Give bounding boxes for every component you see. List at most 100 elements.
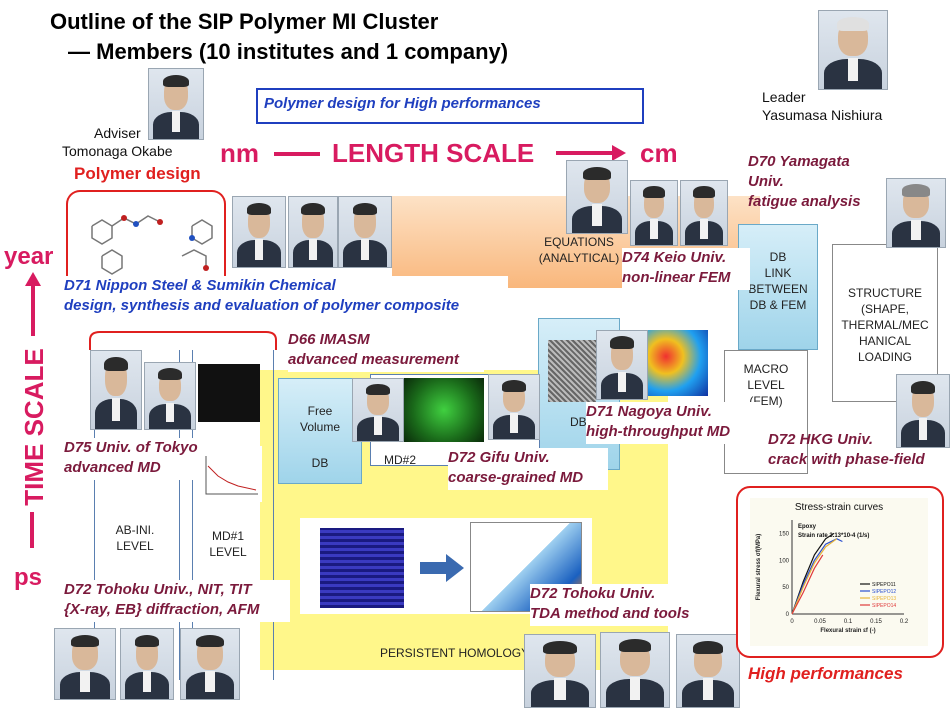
time-scale-arrow (25, 272, 41, 336)
structure-line4: HANICAL (858, 334, 911, 348)
y-tick-label: 0 (786, 612, 790, 618)
polymer-design-box (66, 190, 226, 288)
member-photo (338, 196, 392, 268)
d75-line1: D75 Univ. of Tokyo (64, 439, 198, 456)
d72-gifu-line2: coarse-grained MD (448, 469, 584, 486)
length-scale-dash (274, 152, 320, 156)
series-line-sipepo11 (791, 532, 835, 615)
d74-line2: non-linear FEM (622, 269, 731, 286)
polymer-design-label: Polymer design (74, 164, 201, 183)
material-label: Epoxy (798, 524, 817, 530)
member-photo (630, 180, 678, 246)
title-line1: Outline of the SIP Polymer MI Cluster (50, 9, 439, 34)
length-scale-left: nm (220, 138, 259, 168)
legend-entry: SIPEPO14 (872, 603, 896, 609)
d71-label: D71 Nippon Steel & Sumikin Chemical desi… (64, 276, 508, 318)
d70-line1: D70 Yamagata Univ. (748, 153, 850, 190)
series-line-sipepo14 (791, 554, 824, 615)
equations-box: EQUATIONS (ANALYTICAL) (536, 234, 622, 266)
free-volume-box: Free Volume DB (278, 378, 362, 484)
length-scale-label: LENGTH SCALE (332, 138, 535, 168)
d71-nagoya-line2: high-throughput MD (586, 423, 731, 440)
adviser-photo (148, 68, 204, 140)
d74-line1: D74 Keio Univ. (622, 249, 727, 266)
structure-line2: (SHAPE, (860, 302, 909, 316)
stress-chart-title: Stress-strain curves (794, 502, 884, 513)
legend-entry: SIPEPO11 (872, 582, 896, 588)
d72-tohoku2-line1: D72 Tohoku Univ. (530, 585, 656, 602)
db-link-line4: DB & FEM (749, 298, 807, 312)
y-tick-label: 100 (779, 558, 790, 564)
adviser-role: Adviser (94, 125, 141, 141)
macro-box: MACRO LEVEL (FEM) (724, 350, 808, 474)
y-tick-label: 150 (779, 531, 790, 537)
member-photo (676, 634, 740, 708)
md1-line1: MD#1 (211, 529, 244, 543)
d72-gifu-label: D72 Gifu Univ. coarse-grained MD (448, 448, 608, 490)
member-photo (600, 632, 670, 708)
d72-hkg-label: D72 HKG Univ. crack with phase-field (768, 430, 948, 472)
d71-nagoya-line1: D71 Nagoya Univ. (586, 403, 712, 420)
free-volume-line1: Free (307, 404, 333, 418)
ab-ini-label: AB-INI. LEVEL (100, 522, 170, 554)
d66-line2: advanced measurement (288, 351, 459, 368)
free-volume-line2: Volume (299, 420, 341, 434)
macro-line2: LEVEL (747, 378, 785, 392)
ab-ini-line2: LEVEL (116, 539, 154, 553)
member-photo (232, 196, 286, 268)
d74-label: D74 Keio Univ. non-linear FEM (622, 248, 750, 290)
member-photo (120, 628, 174, 700)
d72-tohoku1-label: D72 Tohoku Univ., NIT, TIT {X-ray, EB} d… (64, 580, 290, 622)
d70-line2: fatigue analysis (748, 193, 861, 210)
strain-rate-label: Strain rate 3.13*10-4 (1/s) (798, 533, 869, 539)
db-link-line2: LINK (764, 266, 792, 280)
d71-nagoya-label: D71 Nagoya Univ. high-throughput MD (586, 402, 756, 444)
d72-hkg-line1: D72 HKG Univ. (768, 431, 874, 448)
member-photo (180, 628, 240, 700)
high-performances-label: High performances (748, 664, 903, 683)
structure-line1: STRUCTURE (848, 286, 922, 300)
member-photo (144, 362, 196, 430)
d72-tohoku2-line2: TDA method and tools (530, 605, 690, 622)
d72-gifu-line1: D72 Gifu Univ. (448, 449, 550, 466)
d75-label: D75 Univ. of Tokyo advanced MD (64, 438, 214, 480)
arrow-right-icon (420, 554, 464, 582)
time-scale-dash (30, 512, 34, 548)
ab-ini-box (94, 350, 180, 680)
equations-line2: (ANALYTICAL) (538, 251, 620, 265)
series-line-sipepo12 (791, 538, 843, 615)
voxel-image (320, 528, 404, 608)
member-photo (288, 196, 338, 268)
x-tick-label: 0.15 (870, 619, 882, 625)
length-scale-arrow (556, 145, 626, 161)
d75-line2: advanced MD (64, 459, 161, 476)
db-small-label: DB (570, 415, 587, 429)
member-photo (54, 628, 116, 700)
member-photo (352, 378, 404, 442)
structure-line5: LOADING (857, 350, 912, 364)
legend-entry: SIPEPO12 (872, 589, 896, 595)
adviser-name: Tomonaga Okabe (62, 143, 173, 159)
y-tick-label: 50 (782, 585, 789, 591)
series-line-sipepo13 (791, 538, 838, 615)
d72-hkg-line2: crack with phase-field (768, 451, 925, 468)
macro-line3: (FEM) (749, 394, 783, 408)
md1-label: MD#1 LEVEL (198, 528, 258, 560)
title-line2: — Members (10 institutes and 1 company) (68, 39, 509, 64)
d66-line1: D66 IMASM (288, 331, 370, 348)
microstructure-image (548, 340, 596, 402)
db-link-line3: BETWEEN (748, 282, 808, 296)
member-photo (680, 180, 728, 246)
length-scale-right: cm (640, 138, 678, 168)
x-axis-label: Flexural strain εf (-) (820, 628, 875, 634)
member-photo (524, 634, 596, 708)
y-axis-label: Flexural stress σf(MPa) (756, 534, 762, 600)
db-link-line1: DB (769, 250, 787, 264)
d71-line1: D71 Nippon Steel & Sumikin Chemical (64, 277, 336, 294)
time-scale-top: year (4, 243, 54, 270)
free-volume-line3: DB (311, 456, 329, 470)
md1-box (192, 350, 274, 680)
